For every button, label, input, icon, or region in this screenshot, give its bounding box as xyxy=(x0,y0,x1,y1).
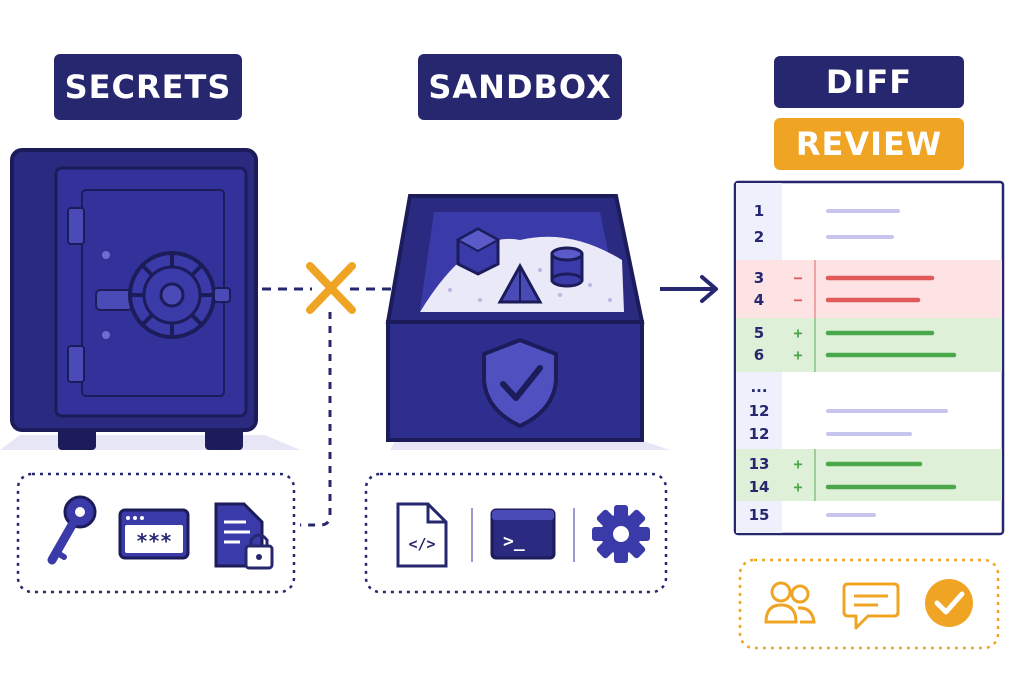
removed-band xyxy=(736,260,1002,318)
diff-line-number: 13 xyxy=(749,455,770,473)
password-field-icon: *** xyxy=(118,508,190,560)
diff-line-sign: − xyxy=(793,269,802,287)
diff-line-number: 14 xyxy=(749,478,770,496)
diff-line-sign: + xyxy=(793,324,802,342)
sandbox-box-icon xyxy=(385,194,670,450)
secrets-label: SECRETS xyxy=(54,54,242,120)
password-mask-text: *** xyxy=(136,529,172,553)
blocked-x-icon xyxy=(306,262,356,314)
review-label: REVIEW xyxy=(774,118,964,170)
sandbox-tray: </> >_ xyxy=(364,472,668,594)
comment-icon xyxy=(842,582,900,630)
diff-line-number: 4 xyxy=(754,291,764,309)
sandbox-label: SANDBOX xyxy=(418,54,622,120)
diff-line-sign: + xyxy=(793,478,802,496)
gear-icon xyxy=(592,505,650,563)
diff-line-sign: + xyxy=(793,346,802,364)
diff-line-number: 5 xyxy=(754,324,764,342)
connector-tray-secrets xyxy=(300,312,332,527)
review-tray xyxy=(738,558,1000,650)
terminal-prompt-text: >_ xyxy=(503,531,525,552)
added-band xyxy=(736,449,1002,501)
added-band xyxy=(736,318,1002,372)
approve-check-icon xyxy=(925,579,973,627)
code-file-icon: </> xyxy=(396,502,448,568)
locked-document-icon xyxy=(214,502,274,570)
diff-label: DIFF xyxy=(774,56,964,108)
diff-line-sign: + xyxy=(793,455,802,473)
diff-line-number: 3 xyxy=(754,269,764,287)
safe-icon xyxy=(0,148,300,450)
diff-line-number: 1 xyxy=(754,202,764,220)
code-symbol-text: </> xyxy=(408,535,435,553)
arrow-sandbox-to-diff xyxy=(660,275,718,303)
diff-line-sign: − xyxy=(793,291,802,309)
diff-line-number: 12 xyxy=(749,425,770,443)
terminal-icon: >_ xyxy=(490,508,556,560)
diff-line-number: 2 xyxy=(754,228,764,246)
diff-line-number: ... xyxy=(750,378,767,396)
diff-line-number: 15 xyxy=(749,506,770,524)
users-icon xyxy=(764,581,816,624)
diff-line-number: 12 xyxy=(749,402,770,420)
diff-line-number: 6 xyxy=(754,346,764,364)
secrets-tray: *** xyxy=(16,472,296,594)
key-icon xyxy=(47,495,97,565)
